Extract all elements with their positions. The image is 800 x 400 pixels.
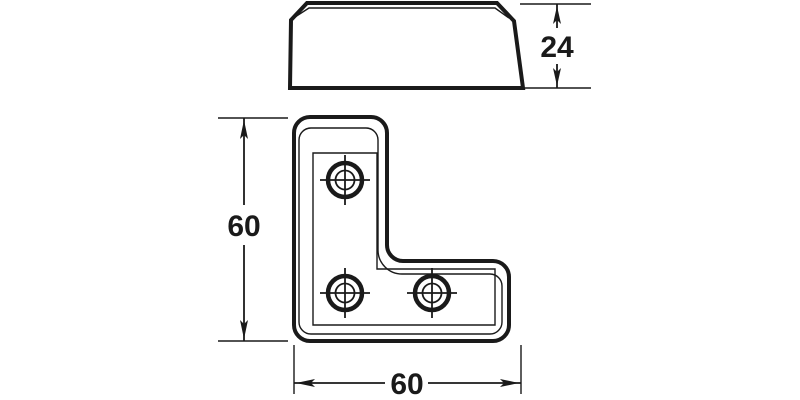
dim-60h-arrow-left bbox=[296, 379, 315, 387]
dim-60h-arrow-right bbox=[500, 379, 519, 387]
hole-top-left bbox=[320, 155, 370, 205]
side-view-inner-edge bbox=[294, 7, 510, 19]
dimension-60-vertical: 60 bbox=[218, 117, 288, 342]
dim-60-horizontal-label: 60 bbox=[390, 368, 423, 400]
plan-view bbox=[292, 115, 511, 343]
dim-60v-arrow-bottom bbox=[240, 320, 248, 339]
dim-24-arrow-bottom bbox=[553, 68, 561, 86]
side-elevation-view bbox=[287, 0, 526, 90]
dim-60-vertical-label: 60 bbox=[227, 210, 260, 243]
bracket-outer-outline bbox=[292, 115, 511, 343]
bracket-inner-offset-line bbox=[298, 127, 503, 335]
hole-bottom-right bbox=[407, 268, 457, 318]
dim-60v-arrow-top bbox=[240, 120, 248, 139]
hole-bottom-left bbox=[320, 268, 370, 318]
side-view-outline bbox=[287, 0, 526, 90]
bracket-inner-rectangle bbox=[312, 152, 496, 326]
dim-24-arrow-top bbox=[553, 6, 561, 24]
dim-24-label: 24 bbox=[540, 31, 574, 64]
dimension-60-horizontal: 60 bbox=[293, 345, 522, 400]
dimension-24: 24 bbox=[520, 3, 591, 89]
